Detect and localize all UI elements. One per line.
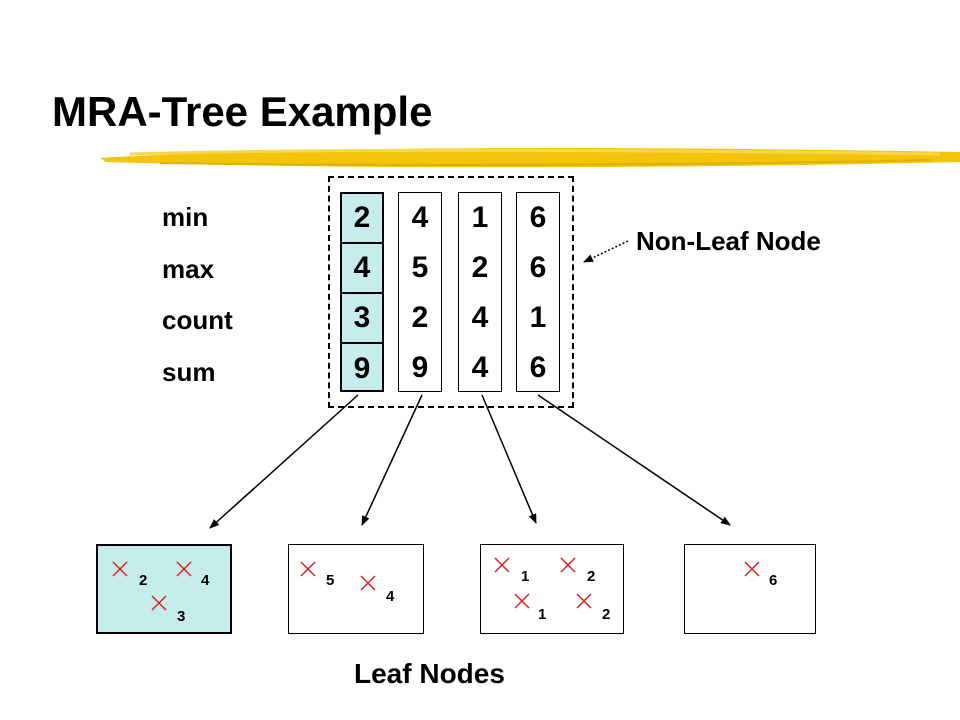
point-label: 3 — [177, 608, 186, 625]
x-marker-icon — [360, 575, 376, 591]
entry-max: 2 — [471, 251, 489, 284]
row-label-min: min — [162, 202, 209, 232]
point-label: 4 — [201, 572, 210, 589]
non-leaf-node-label: Non-Leaf Node — [636, 226, 821, 256]
entry-column-4: 6 6 1 6 — [516, 192, 560, 392]
x-marker-icon — [112, 561, 128, 577]
x-marker-icon — [151, 595, 167, 611]
point-label: 4 — [386, 588, 395, 605]
leaf-node-3 — [480, 544, 624, 634]
x-marker-icon — [514, 593, 530, 609]
leaf-node-1 — [96, 544, 232, 634]
entry-min: 2 — [342, 194, 382, 244]
leaf-nodes-label: Leaf Nodes — [354, 658, 505, 689]
x-marker-icon — [744, 561, 760, 577]
point-label: 1 — [521, 568, 530, 585]
entry-sum: 9 — [353, 352, 371, 385]
x-marker-icon — [560, 557, 576, 573]
point-label: 2 — [139, 572, 148, 589]
row-label-count: count — [162, 305, 233, 335]
title-underline-brush — [100, 148, 960, 168]
entry-sum: 9 — [411, 351, 429, 384]
point-label: 6 — [769, 572, 778, 589]
point-label: 2 — [602, 606, 611, 623]
x-marker-icon — [576, 593, 592, 609]
point-label: 5 — [326, 572, 335, 589]
point-label: 2 — [587, 568, 596, 585]
entry-count: 4 — [471, 301, 489, 334]
leaf-node-2 — [288, 544, 424, 634]
leaf-node-4 — [684, 544, 816, 634]
entry-min: 1 — [471, 201, 489, 234]
entry-min: 6 — [529, 201, 547, 234]
entry-min: 4 — [411, 201, 429, 234]
entry-column-1: 2 4 3 9 — [340, 192, 384, 392]
entry-max: 4 — [342, 244, 382, 294]
point-label: 1 — [538, 606, 547, 623]
entry-count: 1 — [529, 301, 547, 334]
x-marker-icon — [494, 557, 510, 573]
entry-count: 2 — [411, 301, 429, 334]
entry-max: 5 — [411, 251, 429, 284]
non-leaf-node-box — [328, 176, 574, 408]
entry-max: 6 — [529, 251, 547, 284]
entry-count: 3 — [342, 294, 382, 344]
entry-sum: 6 — [529, 351, 547, 384]
entry-column-3: 1 2 4 4 — [458, 192, 502, 392]
page-title: MRA-Tree Example — [52, 88, 433, 135]
row-label-sum: sum — [162, 357, 216, 387]
entry-column-2: 4 5 2 9 — [398, 192, 442, 392]
x-marker-icon — [176, 561, 192, 577]
row-label-max: max — [162, 254, 215, 284]
x-marker-icon — [300, 561, 316, 577]
entry-sum: 4 — [471, 351, 489, 384]
